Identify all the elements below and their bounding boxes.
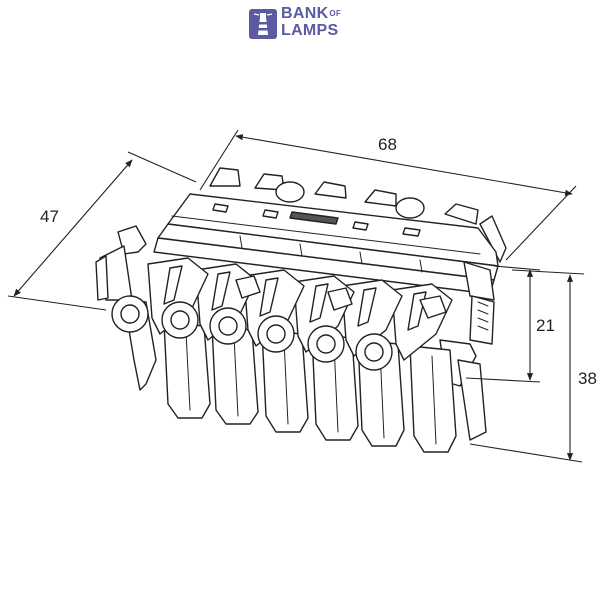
- connector-illustration: [95, 167, 507, 453]
- brand-line-2: LAMPS: [281, 22, 339, 39]
- socket-openings: [111, 295, 393, 371]
- dimension-labels: 68 47 21 38: [40, 135, 597, 388]
- dimension-width-label: 68: [378, 135, 397, 154]
- lighthouse-icon: [249, 9, 277, 39]
- dimension-lines: [7, 129, 585, 463]
- brand-name: BANKOF LAMPS: [281, 6, 341, 39]
- top-bar: [153, 193, 499, 295]
- dimension-body-height-label: 21: [536, 316, 555, 335]
- brand-of: OF: [329, 9, 342, 18]
- brand-line-1: BANK: [281, 5, 329, 22]
- dimension-total-height-label: 38: [578, 369, 597, 388]
- brand-logo: BANKOF LAMPS: [248, 6, 358, 42]
- dimension-depth-label: 47: [40, 207, 59, 226]
